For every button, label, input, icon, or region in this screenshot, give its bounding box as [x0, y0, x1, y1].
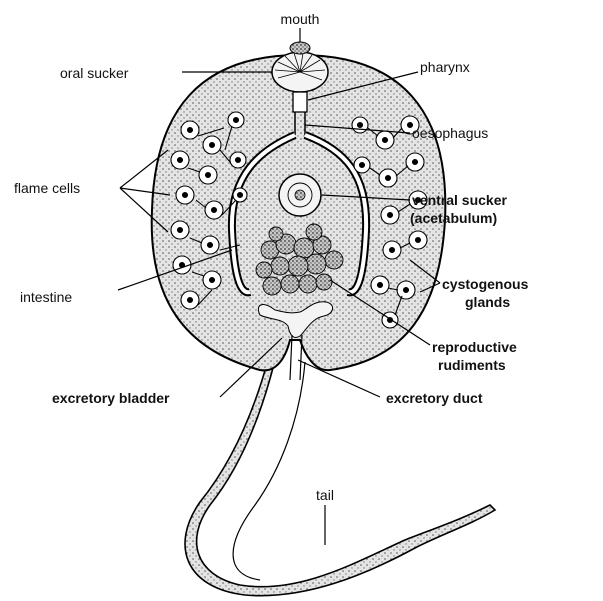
mouth-opening — [290, 42, 310, 54]
label-pharynx: pharynx — [420, 59, 470, 75]
label-tail: tail — [316, 487, 334, 503]
label-oral-sucker: oral sucker — [60, 65, 129, 81]
label-acetabulum: (acetabulum) — [410, 210, 497, 226]
label-cystogenous: cystogenous — [442, 276, 529, 292]
tail-inner-line — [233, 362, 305, 580]
label-reproductive: reproductive — [432, 339, 517, 355]
label-excretory-bladder: excretory bladder — [52, 390, 170, 406]
label-mouth: mouth — [281, 11, 320, 27]
label-ventral-sucker: ventral sucker — [412, 192, 507, 208]
label-flame-cells: flame cells — [14, 180, 80, 196]
label-intestine: intestine — [20, 289, 72, 305]
label-glands: glands — [465, 294, 510, 310]
label-oesophagus: oesophagus — [412, 125, 488, 141]
label-excretory-duct: excretory duct — [386, 390, 483, 406]
pharynx — [293, 92, 307, 112]
label-rudiments: rudiments — [438, 357, 506, 373]
